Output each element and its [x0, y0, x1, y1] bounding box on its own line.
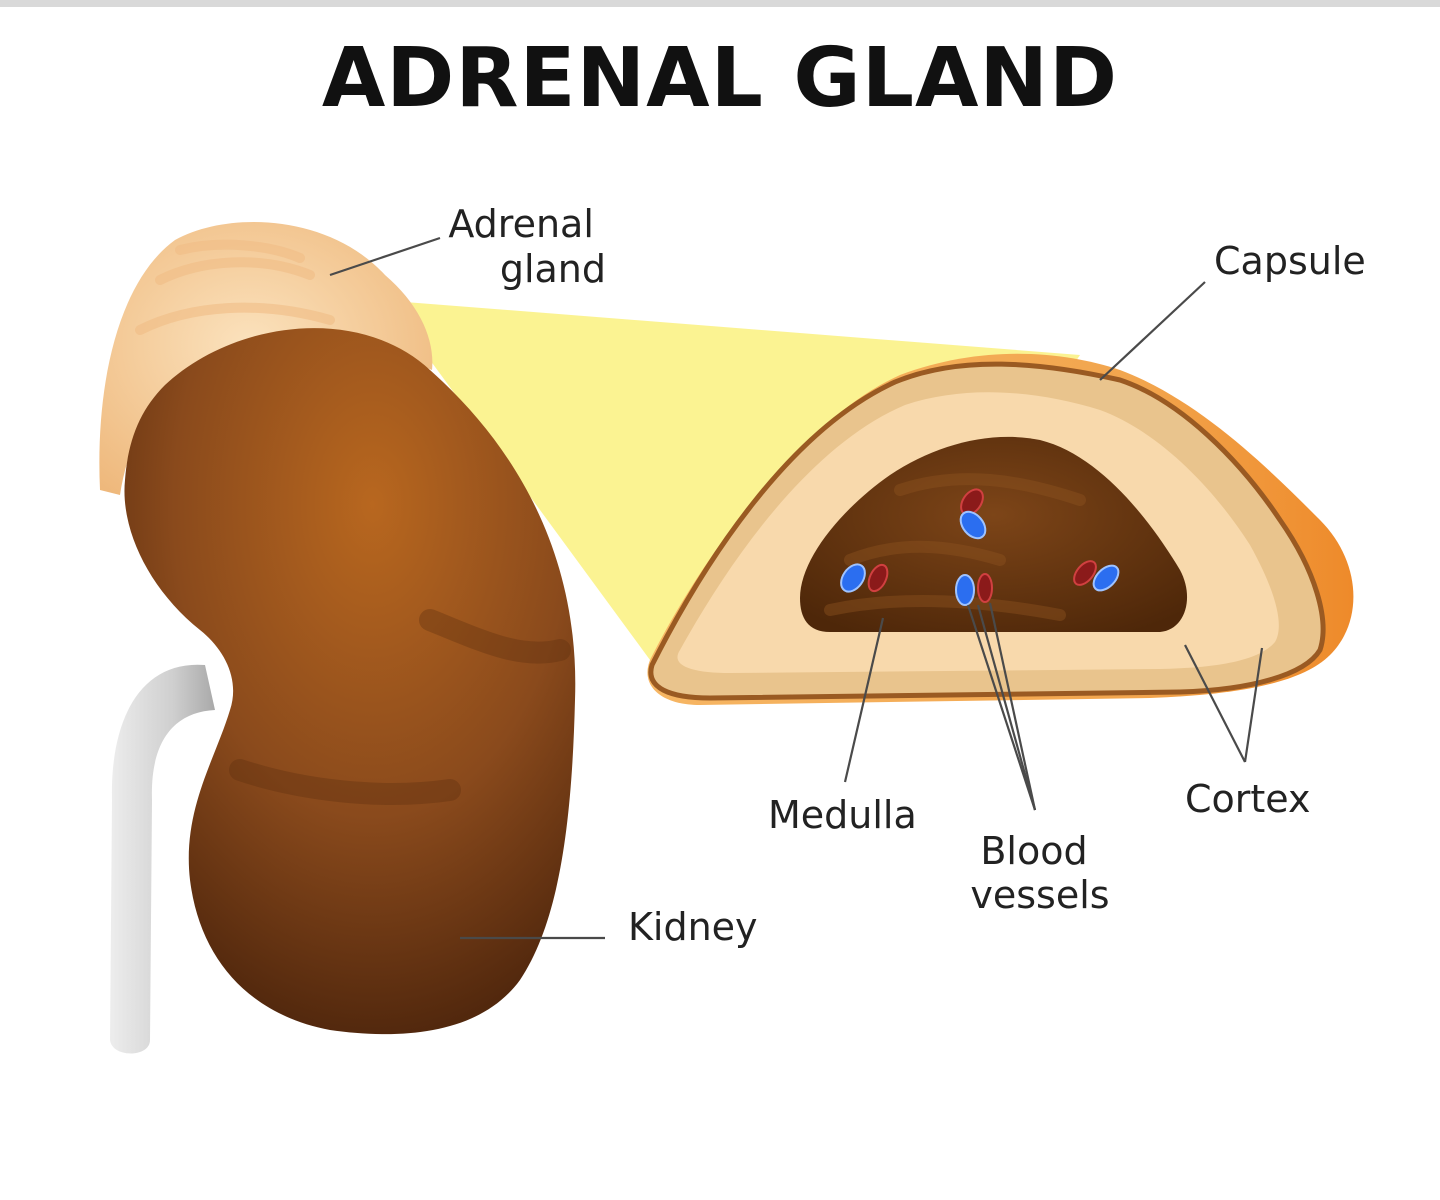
blood-vessels-leader-3: [988, 602, 1037, 811]
artery-vessel: [1073, 560, 1097, 586]
top-border: [0, 0, 1440, 7]
vein-vessel: [955, 574, 975, 606]
adrenal-gland-shape: [99, 222, 433, 496]
medulla-label: Medulla: [768, 793, 917, 837]
blood-vessels-label: Blood vessels: [970, 829, 1109, 917]
vein-vessel: [840, 563, 866, 593]
kidney-label: Kidney: [628, 905, 758, 949]
adrenal-gland-leader: [329, 236, 441, 277]
medulla-shape: [800, 436, 1188, 632]
blood-vessels-group: [840, 488, 1120, 606]
blood-vessels-leader-2: [976, 604, 1037, 811]
cortex-leader-2: [1243, 647, 1264, 763]
blood-vessels-leader-1: [966, 604, 1037, 811]
ureter: [110, 664, 215, 1054]
adrenal-gland-texture: [135, 239, 335, 335]
kidney-shading: [229, 609, 571, 805]
vein-vessel: [959, 510, 987, 540]
artery-vessel: [867, 563, 889, 593]
adrenal-gland-label: Adrenal gland: [448, 202, 606, 291]
artery-vessel: [977, 573, 993, 603]
cortex-leader-1: [1184, 644, 1246, 763]
capsule-leader: [1099, 281, 1206, 381]
diagram-title: ADRENAL GLAND: [321, 31, 1119, 126]
capsule-label: Capsule: [1214, 239, 1366, 283]
kidney-shape: [124, 328, 576, 1035]
medulla-leader: [843, 617, 885, 783]
medulla-texture: [824, 473, 1086, 621]
cortex-label: Cortex: [1185, 777, 1311, 821]
vein-vessel: [1092, 564, 1120, 592]
